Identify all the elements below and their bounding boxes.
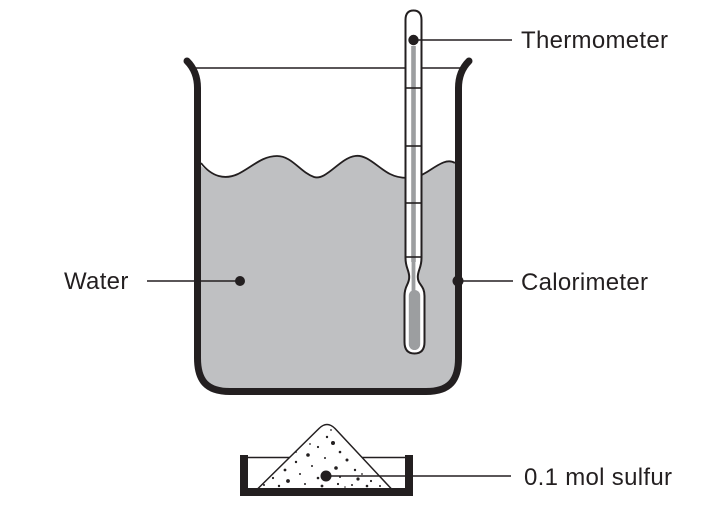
water-label: Water (64, 268, 129, 295)
beaker-outline (183, 57, 473, 395)
sulfur-speckles (263, 429, 381, 488)
mercury-column (411, 46, 416, 262)
water-surface-line (200, 155, 456, 179)
thermometer-ticks (405, 87, 422, 258)
thermometer-leader-dot (408, 34, 419, 46)
thermometer-mercury (408, 46, 421, 350)
sulfur-pile (256, 423, 393, 491)
mercury-bulb (408, 290, 421, 350)
thermometer-label: Thermometer (521, 27, 668, 54)
water-leader-dot (235, 276, 245, 286)
mercury-neck (411, 260, 416, 292)
sulfur-leader-dot (320, 470, 332, 482)
dish-outline (240, 455, 413, 496)
calorimeter-leader-dot (452, 275, 464, 287)
calorimeter-label: Calorimeter (521, 269, 648, 296)
water-fill (198, 155, 458, 388)
sulfur-label: 0.1 mol sulfur (524, 464, 672, 491)
